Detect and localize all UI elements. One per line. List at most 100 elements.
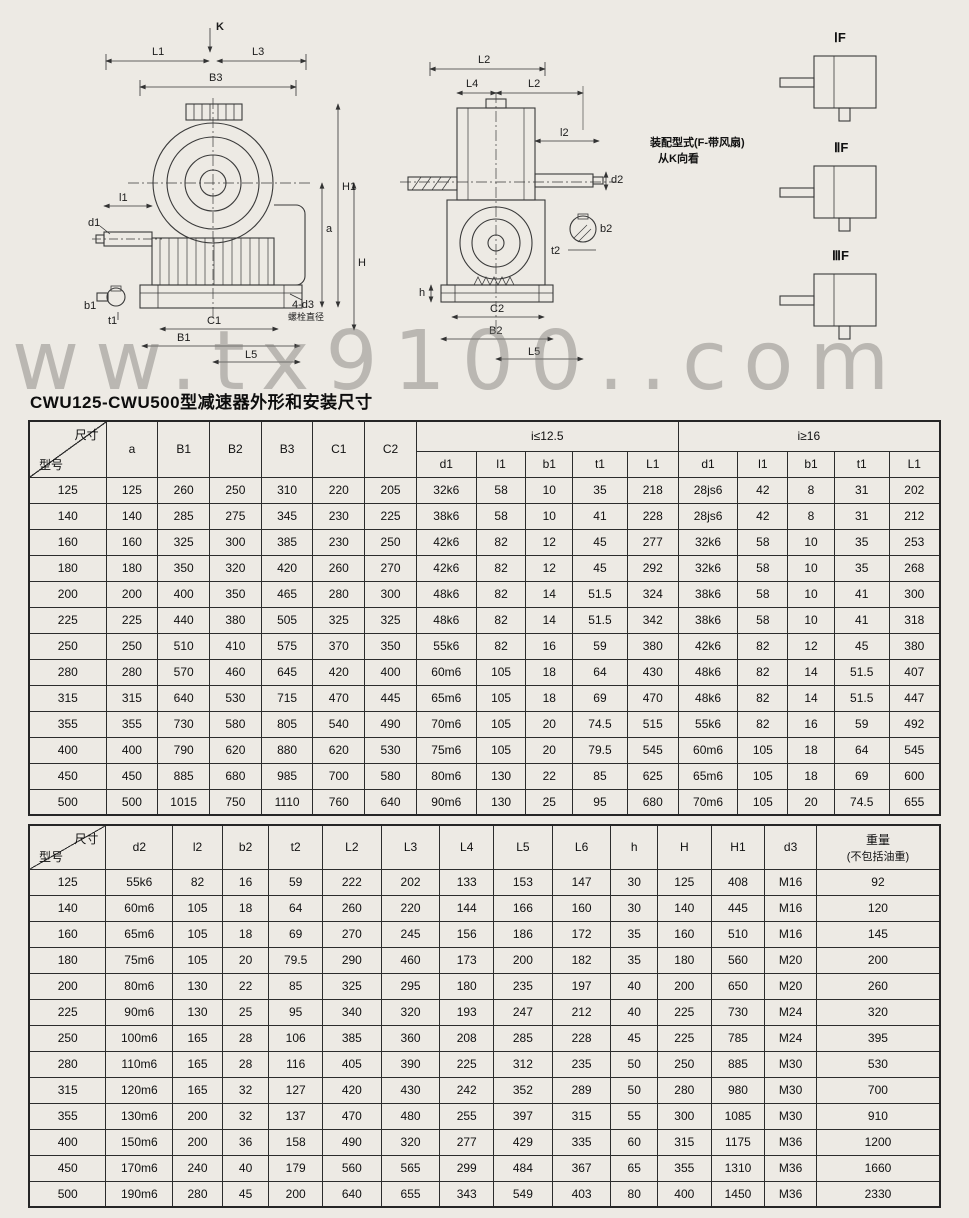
dimension-value-cell: 153 [493,868,553,896]
dimension-value-cell: 545 [626,736,679,764]
dimension-value-cell: 105 [475,710,527,738]
column-header-L6: L6 [551,824,612,870]
dim-label-L1: L1 [152,46,165,58]
dimension-value-cell: 352 [493,1076,553,1104]
dimension-value-cell: 280 [105,658,159,686]
dimension-value-cell: 65m6 [415,684,477,712]
column-header-B3: B3 [260,420,314,478]
dimension-value-cell: 380 [626,632,679,660]
dimension-value-cell: 335 [551,1128,612,1156]
dimension-value-cell: 247 [493,998,553,1026]
dim-label-C1: C1 [207,315,222,327]
dimension-value-cell: 360 [380,1024,441,1052]
dimension-value-cell: 447 [888,684,941,712]
column-header-b1: b1 [787,450,835,478]
dimension-value-cell: 65m6 [105,920,174,948]
dimension-value-cell: 125 [105,476,159,504]
dimension-value-cell: 105 [737,736,789,764]
dimension-value-cell: 212 [888,502,941,530]
dimension-table-main: 尺寸 型号 a B1 B2 B3 C1 C2 i≤12.5 i≥16 d1 l1… [28,420,941,816]
dimension-value-cell: 180 [657,946,712,974]
dimension-value-cell: 90m6 [105,998,174,1026]
dimension-value-cell: 14 [525,580,574,608]
dimension-value-cell: 30 [610,894,658,922]
dimension-value-cell: 106 [268,1024,323,1052]
dimension-value-cell: 32 [221,1076,270,1104]
dimension-value-cell: 228 [626,502,679,530]
dimension-value-cell: 127 [268,1076,323,1104]
dimension-value-cell: 160 [657,920,712,948]
model-number-cell: 225 [28,606,107,634]
column-header-L1: L1 [626,450,679,478]
dimension-value-cell: M36 [764,1128,817,1156]
dimension-value-cell: 312 [493,1050,553,1078]
dimension-value-cell: 20 [787,788,835,816]
dimension-value-cell: 880 [260,736,314,764]
variant-diagram-2F [779,165,877,232]
dimension-value-cell: 82 [737,658,789,686]
dimension-value-cell: 202 [888,476,941,504]
side-view-dimensions [428,62,609,362]
dimension-value-cell: 260 [322,894,382,922]
dimension-value-cell: 910 [815,1102,941,1130]
dimension-value-cell: 202 [380,868,441,896]
dimension-value-cell: 805 [260,710,314,738]
dim-label-L2b: L2 [528,78,541,90]
dimension-value-cell: 10 [787,580,835,608]
dim-label-L5-side: L5 [528,346,541,358]
dimension-value-cell: 156 [439,920,495,948]
dimension-value-cell: 20 [525,710,574,738]
dimension-value-cell: 60m6 [105,894,174,922]
dimension-value-cell: 200 [268,1180,323,1208]
dimension-value-cell: 70m6 [415,710,477,738]
dimension-value-cell: 530 [209,684,262,712]
dimension-value-cell: M30 [764,1050,817,1078]
dimension-value-cell: 253 [888,528,941,556]
dimension-value-cell: 82 [475,580,527,608]
dimension-value-cell: 560 [710,946,766,974]
dimension-value-cell: 222 [322,868,382,896]
dim-label-l2: l2 [560,127,569,139]
dimension-value-cell: 277 [439,1128,495,1156]
dimension-value-cell: 500 [105,788,159,816]
dimension-value-cell: 74.5 [833,788,890,816]
dimension-value-cell: 580 [209,710,262,738]
column-header-weight: 重量 (不包括油重) [815,824,941,870]
corner-header: 尺寸 型号 [28,420,107,478]
dimension-value-cell: 289 [551,1076,612,1104]
dimension-value-cell: 28js6 [677,476,739,504]
dim-label-bolt-note: 螺栓直径 [288,312,325,322]
corner-label-model: 型号 [39,457,64,472]
dimension-value-cell: 620 [209,736,262,764]
dimension-value-cell: 28 [221,1024,270,1052]
dimension-value-cell: 180 [105,554,159,582]
dimension-value-cell: 22 [221,972,270,1000]
dimension-value-cell: 35 [610,946,658,974]
dimension-value-cell: 105 [737,788,789,816]
dimension-value-cell: 200 [815,946,941,974]
dimension-value-cell: 25 [525,788,574,816]
dimension-value-cell: M16 [764,894,817,922]
dimension-value-cell: 45 [610,1024,658,1052]
dimension-value-cell: 395 [815,1024,941,1052]
dimension-value-cell: 165 [172,1050,223,1078]
dimension-value-cell: 268 [888,554,941,582]
dimension-value-cell: 190m6 [105,1180,174,1208]
column-header-l1: l1 [475,450,527,478]
dimension-value-cell: 32 [221,1102,270,1130]
dimension-value-cell: 640 [322,1180,382,1208]
dimension-value-cell: 460 [380,946,441,974]
dimension-value-cell: 16 [221,868,270,896]
dimension-value-cell: 650 [710,972,766,1000]
dimension-value-cell: 405 [322,1050,382,1078]
dimension-value-cell: 41 [572,502,628,530]
column-header-H1: H1 [710,824,766,870]
dimension-value-cell: 408 [710,868,766,896]
dimension-value-cell: 172 [551,920,612,948]
dimension-value-cell: 59 [833,710,890,738]
